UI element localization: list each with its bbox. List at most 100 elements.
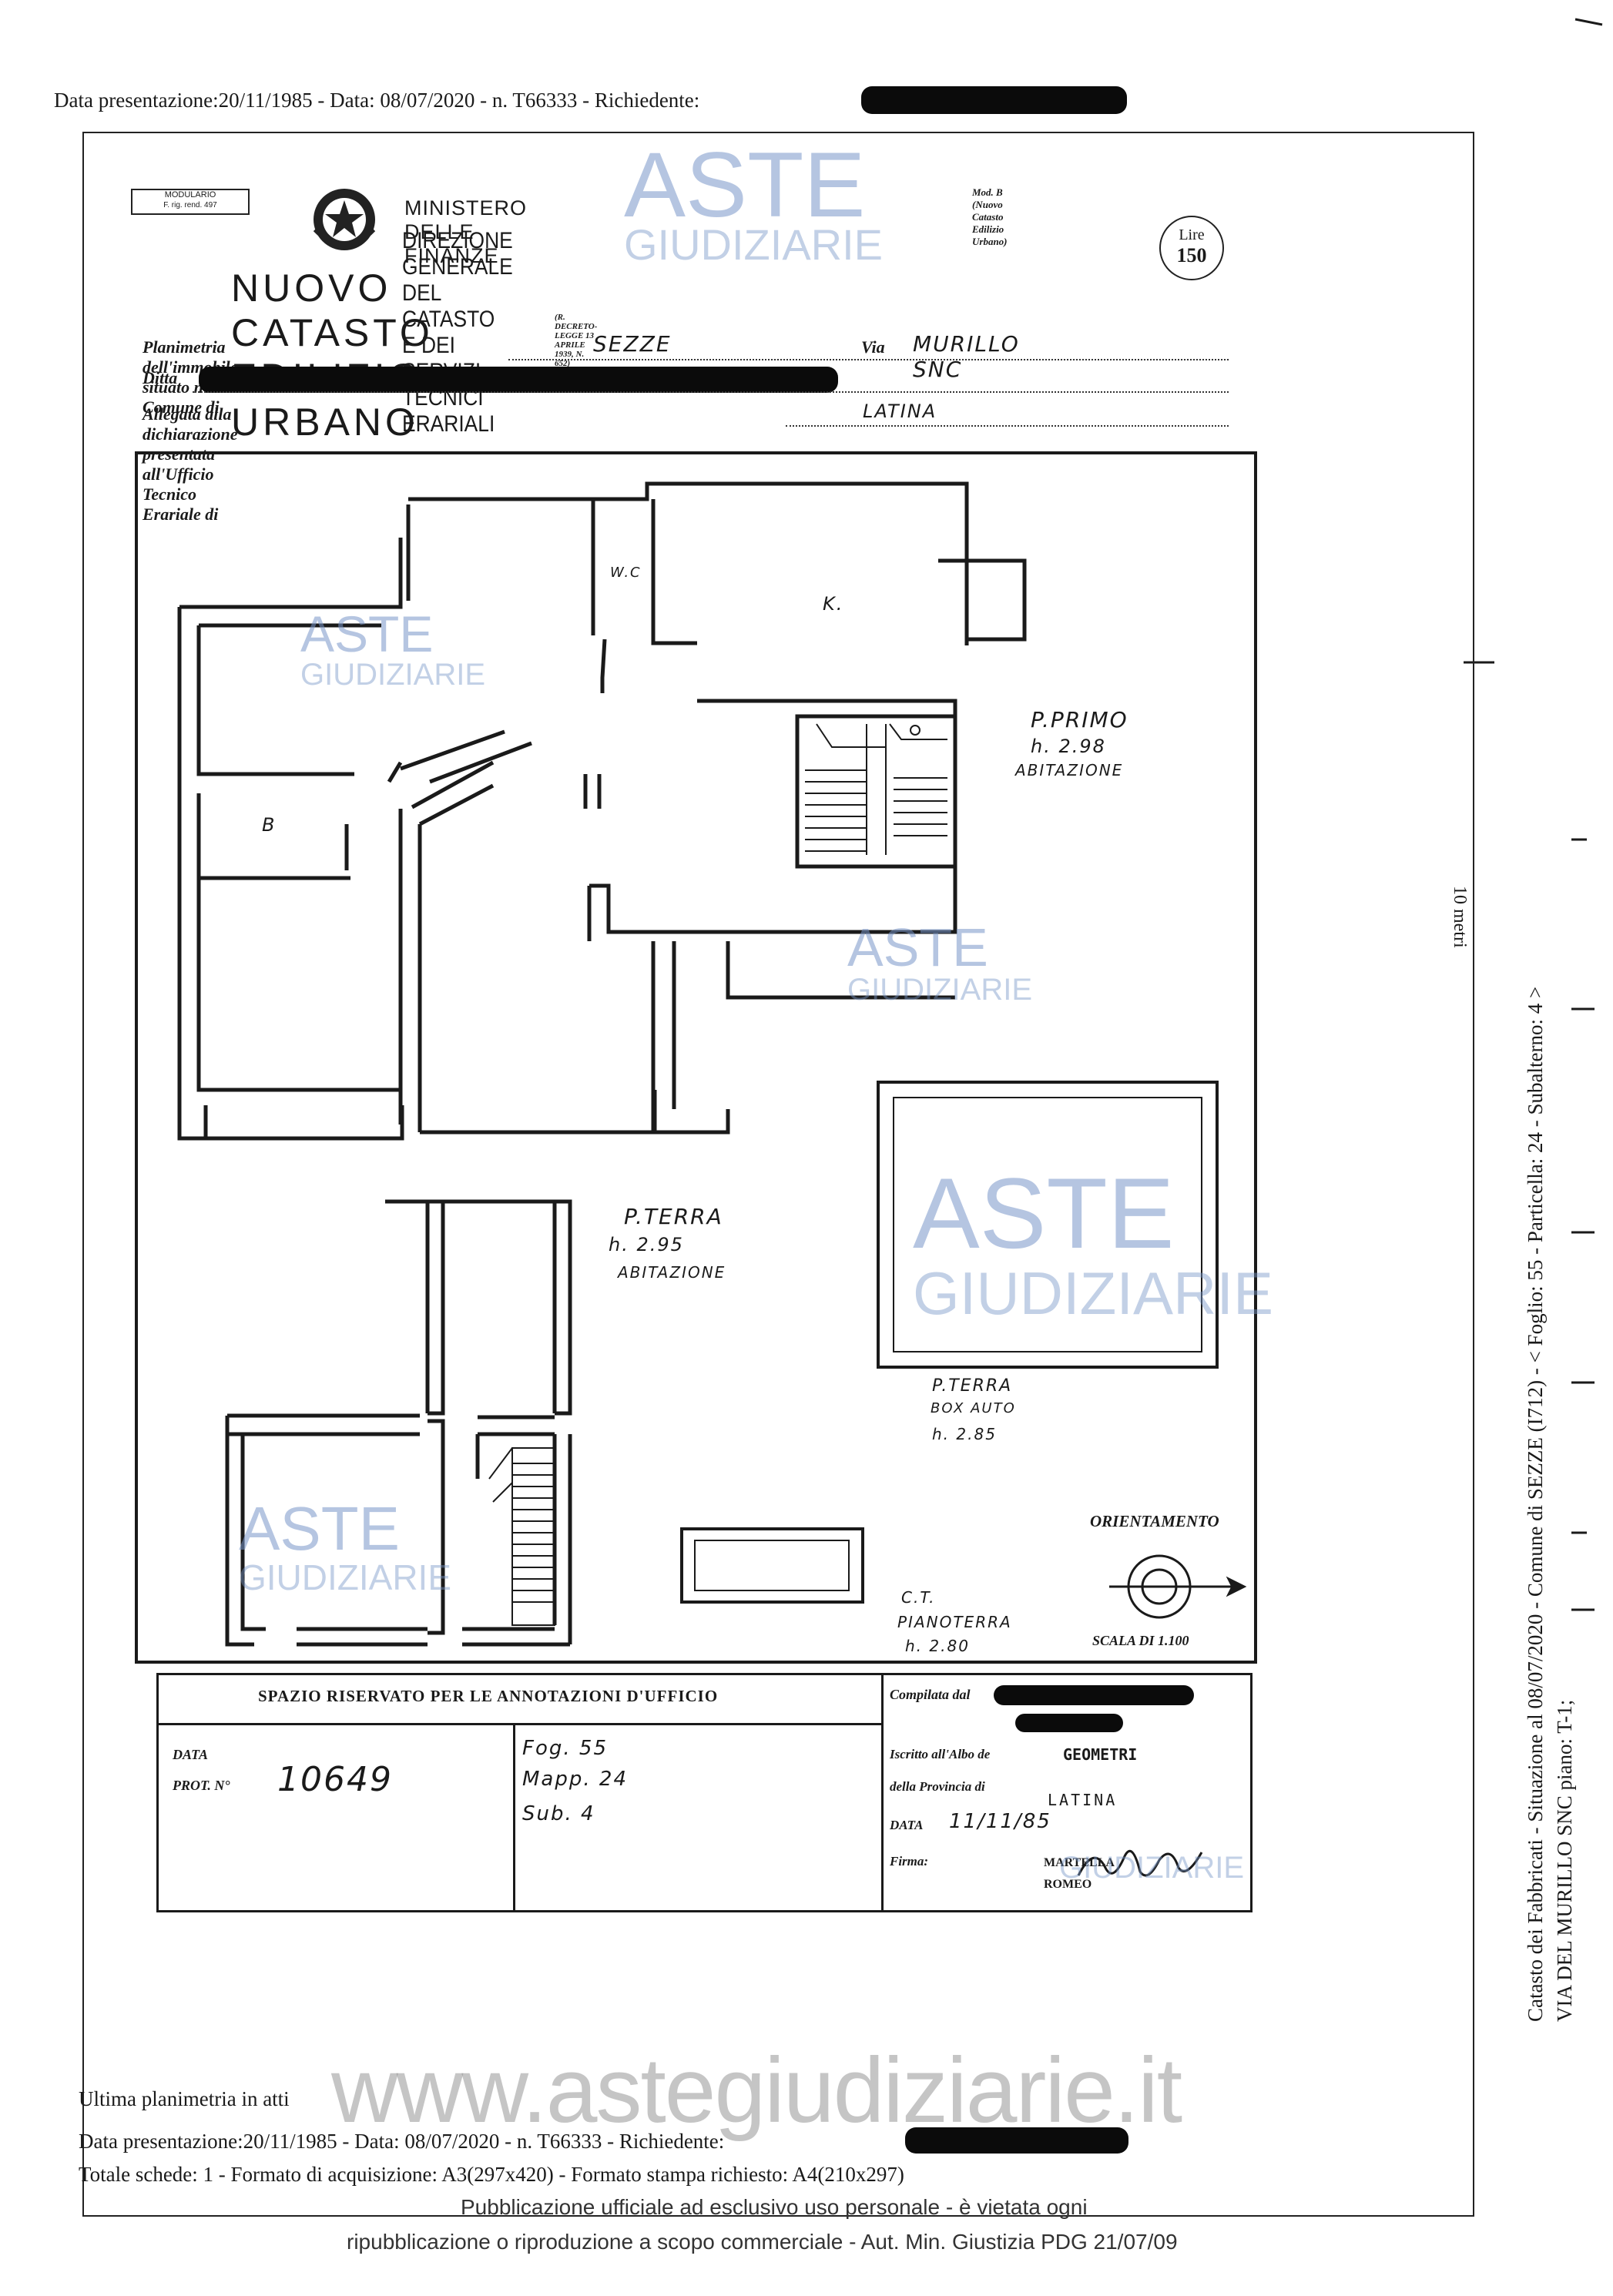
footer-ultima: Ultima planimetria in atti (79, 2087, 290, 2110)
office-box (156, 1673, 1253, 1912)
watermark-giudiziarie: GIUDIZIARIE (239, 1557, 452, 1597)
lire-value: 150 (1176, 244, 1207, 266)
ct-piano-label: PIANOTERRA (897, 1613, 1012, 1631)
watermark-giudiziarie: GIUDIZIARIE (300, 658, 486, 692)
watermark-aste: ASTE (300, 605, 434, 662)
page-border (82, 132, 1474, 2217)
redacted-compilata (994, 1685, 1194, 1705)
modulario-box: MODULARIO F. rig. rend. 497 (131, 189, 250, 215)
watermark-aste: ASTE (913, 1157, 1175, 1269)
piano-primo-label: P.PRIMO (1031, 707, 1128, 732)
watermark-giudiziarie: GIUDIZIARIE (1059, 1851, 1245, 1885)
mod-b-label: Mod. B (Nuovo Catasto Edilizio Urbano) (972, 186, 1008, 247)
iscritto-label: Iscritto all'Albo de (890, 1747, 991, 1761)
redacted-footer-requester (905, 2127, 1128, 2154)
data2-label: DATA (890, 1818, 924, 1832)
office-foglio: Fog. 55 (522, 1737, 608, 1760)
comune-value: SEZZE (593, 331, 672, 357)
piano-terra-use: ABITAZIONE (618, 1263, 726, 1282)
office-box-inner-divider (513, 1723, 515, 1910)
signer-name: MARTELLA ROMEO (1044, 1856, 1115, 1891)
redacted-ditta (199, 367, 838, 393)
side-text-line2: VIA DEL MURILLO SNC piano: T-1; (1553, 1699, 1576, 2022)
office-prot-value: 10649 (277, 1760, 393, 1799)
footer-line2: Totale schede: 1 - Formato di acquisizio… (79, 2163, 904, 2186)
footer-site-watermark: www.astegiudiziarie.it (331, 2039, 1182, 2142)
watermark-signature: GIUDIZIARIE (1059, 1852, 1244, 1883)
office-mappale: Mapp. 24 (522, 1768, 628, 1791)
office-sub: Sub. 4 (522, 1802, 595, 1825)
ditta-underline (193, 391, 1229, 393)
plan-frame (135, 451, 1257, 1664)
ditta-label: Ditta (143, 368, 178, 387)
ct-inner (694, 1540, 850, 1591)
watermark-upper-left: ASTE GIUDIZIARIE (300, 608, 485, 690)
box-auto-inner (893, 1097, 1202, 1352)
watermark-aste: ASTE (624, 133, 866, 236)
via-label: Via (861, 337, 885, 357)
piano-terra-label: P.TERRA (624, 1204, 723, 1229)
ct-outer (680, 1527, 864, 1604)
provincia-label: della Provincia di (890, 1779, 985, 1794)
side-scale-note: 10 metri (1450, 886, 1470, 948)
via-value: MURILLO SNC (913, 331, 1020, 382)
footer-line1: Data presentazione:20/11/1985 - Data: 08… (79, 2130, 725, 2153)
redacted-compilata-2 (1015, 1714, 1123, 1732)
allegata-underline (786, 425, 1229, 427)
iscritto-value: GEOMETRI (1063, 1745, 1138, 1764)
piano-terra-height: h. 2.95 (609, 1234, 684, 1255)
decree-label: (R. DECRETO-LEGGE 13 APRILE 1939, N. 652… (555, 313, 598, 368)
room-k-label: K. (823, 593, 844, 615)
planimetria-underline (508, 359, 1229, 360)
office-prot-label: PROT. N° (173, 1778, 230, 1793)
redacted-requester (861, 86, 1127, 114)
watermark-giudiziarie: GIUDIZIARIE (913, 1259, 1274, 1327)
provincia-value: LATINA (1048, 1791, 1118, 1809)
upper-stair-treads (805, 723, 947, 855)
header-line: Data presentazione:20/11/1985 - Data: 08… (54, 89, 700, 112)
watermark-giudiziarie: GIUDIZIARIE (624, 220, 884, 269)
office-box-top-rule (159, 1723, 881, 1725)
room-b-label: B (262, 814, 277, 836)
office-box-divider (881, 1675, 884, 1910)
scala-label: SCALA DI 1.100 (1092, 1633, 1189, 1648)
watermark-giudiziarie: GIUDIZIARIE (847, 973, 1033, 1007)
watermark-top: ASTE GIUDIZIARIE (624, 139, 883, 266)
side-text-line1: Catasto dei Fabbricati - Situazione al 0… (1524, 986, 1547, 2022)
firma-label: Firma: (890, 1854, 929, 1869)
ministry-label: MINISTERO DELLE FINANZE (404, 196, 528, 267)
signature-icon (1077, 1849, 1203, 1877)
watermark-lower-left: ASTE GIUDIZIARIE (239, 1494, 452, 1597)
ct-label: C.T. (901, 1588, 936, 1607)
watermark-box: ASTE GIUDIZIARIE (913, 1163, 1273, 1323)
lire-label: Lire (1179, 226, 1205, 243)
ct-height-label: h. 2.80 (905, 1637, 970, 1655)
upper-floor-walls (177, 481, 1027, 1141)
room-wc-label: W.C (610, 565, 642, 581)
office-heading: SPAZIO RISERVATO PER LE ANNOTAZIONI D'UF… (258, 1687, 719, 1705)
compass-icon (1109, 1554, 1247, 1619)
data2-value: 11/11/85 (949, 1810, 1051, 1833)
compilata-label: Compilata dal (890, 1687, 971, 1702)
footer-notice2: ripubblicazione o riproduzione a scopo c… (347, 2230, 1178, 2254)
box-height-label: h. 2.85 (932, 1425, 997, 1443)
ufficio-value: LATINA (863, 401, 937, 422)
box-auto-outer (877, 1081, 1219, 1369)
lire-stamp: Lire 150 (1159, 216, 1224, 280)
watermark-center: ASTE GIUDIZIARIE (847, 920, 1032, 1005)
modulario-sub: F. rig. rend. 497 (163, 201, 217, 209)
piano-primo-height: h. 2.98 (1031, 736, 1106, 757)
emblem-icon (313, 189, 376, 250)
scan-marks (1464, 18, 1603, 1611)
office-data-label: DATA (173, 1747, 209, 1762)
modulario-label: MODULARIO (164, 190, 216, 199)
lower-stair-treads (488, 1447, 555, 1626)
box-piano-label: P.TERRA (932, 1376, 1013, 1396)
footer-notice1: Pubblicazione ufficiale ad esclusivo uso… (461, 2195, 1088, 2219)
box-use-label: BOX AUTO (931, 1400, 1016, 1416)
orientamento-label: ORIENTAMENTO (1090, 1512, 1219, 1530)
piano-primo-use: ABITAZIONE (1015, 761, 1124, 779)
watermark-aste: ASTE (239, 1494, 400, 1563)
watermark-aste: ASTE (847, 917, 988, 977)
